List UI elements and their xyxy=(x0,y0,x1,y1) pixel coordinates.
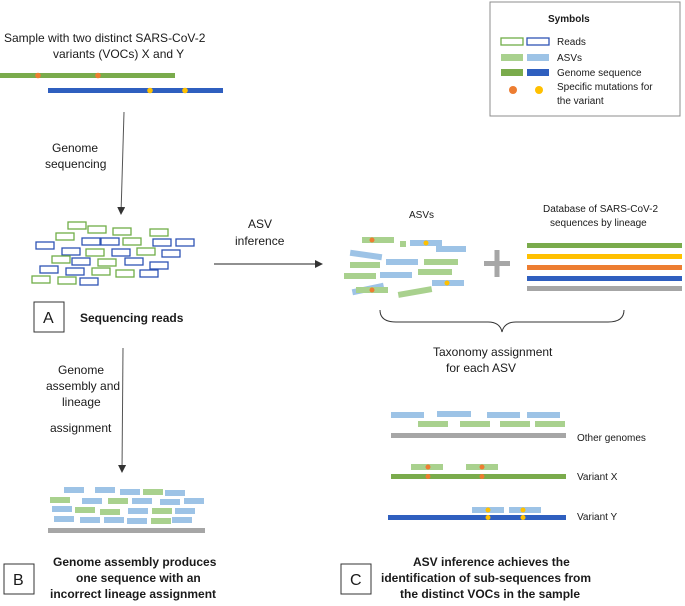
panel-c-letter: C xyxy=(350,572,362,589)
variant-x-label: Variant X xyxy=(577,472,618,483)
legend-asvs-label: ASVs xyxy=(557,53,582,64)
database-label-line2: sequences by lineage xyxy=(550,218,647,229)
asv-inference-line1: ASV xyxy=(248,217,272,231)
panel-a-label: Sequencing reads xyxy=(80,311,184,325)
panel-c-letter-box xyxy=(340,563,372,595)
assembly-line1: Genome xyxy=(58,363,104,377)
arrow-genome-assembly xyxy=(118,347,127,473)
variant-x-alignment xyxy=(391,464,566,479)
sample-variant-y-genome xyxy=(48,87,223,94)
sample-variant-x-genome xyxy=(0,72,175,79)
legend-asvs-icon xyxy=(501,54,549,61)
lineage-database-sequences xyxy=(527,243,682,291)
sample-title-line2: variants (VOCs) X and Y xyxy=(53,47,184,61)
panel-c-line3: the distinct VOCs in the sample xyxy=(400,587,580,601)
legend-title: Symbols xyxy=(548,14,590,25)
sequencing-reads-cluster xyxy=(31,221,195,286)
panel-b-letter: B xyxy=(13,572,24,589)
genome-sequencing-line2: sequencing xyxy=(45,157,106,171)
panel-b-letter-box xyxy=(3,563,35,595)
panel-a-letter: A xyxy=(43,310,54,327)
other-genomes-alignment xyxy=(391,411,566,438)
other-genomes-label: Other genomes xyxy=(577,433,646,444)
legend-mutations-label-1: Specific mutations for xyxy=(557,82,653,93)
panel-b-line1: Genome assembly produces xyxy=(53,555,217,569)
database-label-line1: Database of SARS-CoV-2 xyxy=(543,204,658,215)
legend-mutation-icon xyxy=(509,86,543,94)
taxonomy-assignment-line1: Taxonomy assignment xyxy=(433,345,553,359)
legend-reads-icon xyxy=(500,37,550,46)
panel-b-line2: one sequence with an xyxy=(76,571,201,585)
assembly-line2: assembly and xyxy=(46,379,120,393)
grouping-brace xyxy=(379,309,625,333)
asvs-cluster xyxy=(344,237,466,298)
legend-genome-icon xyxy=(501,69,549,76)
assembly-line3: lineage xyxy=(62,395,101,409)
asvs-cluster-label: ASVs xyxy=(409,210,434,221)
taxonomy-assignment-line2: for each ASV xyxy=(446,361,516,375)
arrow-genome-sequencing xyxy=(117,111,126,215)
plus-icon xyxy=(484,250,510,277)
panel-c-line1: ASV inference achieves the xyxy=(413,555,570,569)
legend-mutations-label-2: the variant xyxy=(557,96,604,107)
panel-a-letter-box xyxy=(33,301,65,333)
variant-y-alignment xyxy=(388,507,566,520)
variant-y-label: Variant Y xyxy=(577,512,618,523)
panel-c-line2: identification of sub-sequences from xyxy=(381,571,591,585)
symbols-legend: Symbols Reads ASVs Genome sequence Speci… xyxy=(489,1,681,117)
assembled-genome xyxy=(48,487,205,533)
panel-b-line3: incorrect lineage assignment xyxy=(50,587,216,601)
assembly-line4: assignment xyxy=(50,421,112,435)
legend-reads-label: Reads xyxy=(557,37,586,48)
sample-title-line1: Sample with two distinct SARS-CoV-2 xyxy=(4,31,206,45)
asv-inference-line2: inference xyxy=(235,234,285,248)
genome-sequencing-line1: Genome xyxy=(52,141,98,155)
legend-genome-label: Genome sequence xyxy=(557,68,642,79)
